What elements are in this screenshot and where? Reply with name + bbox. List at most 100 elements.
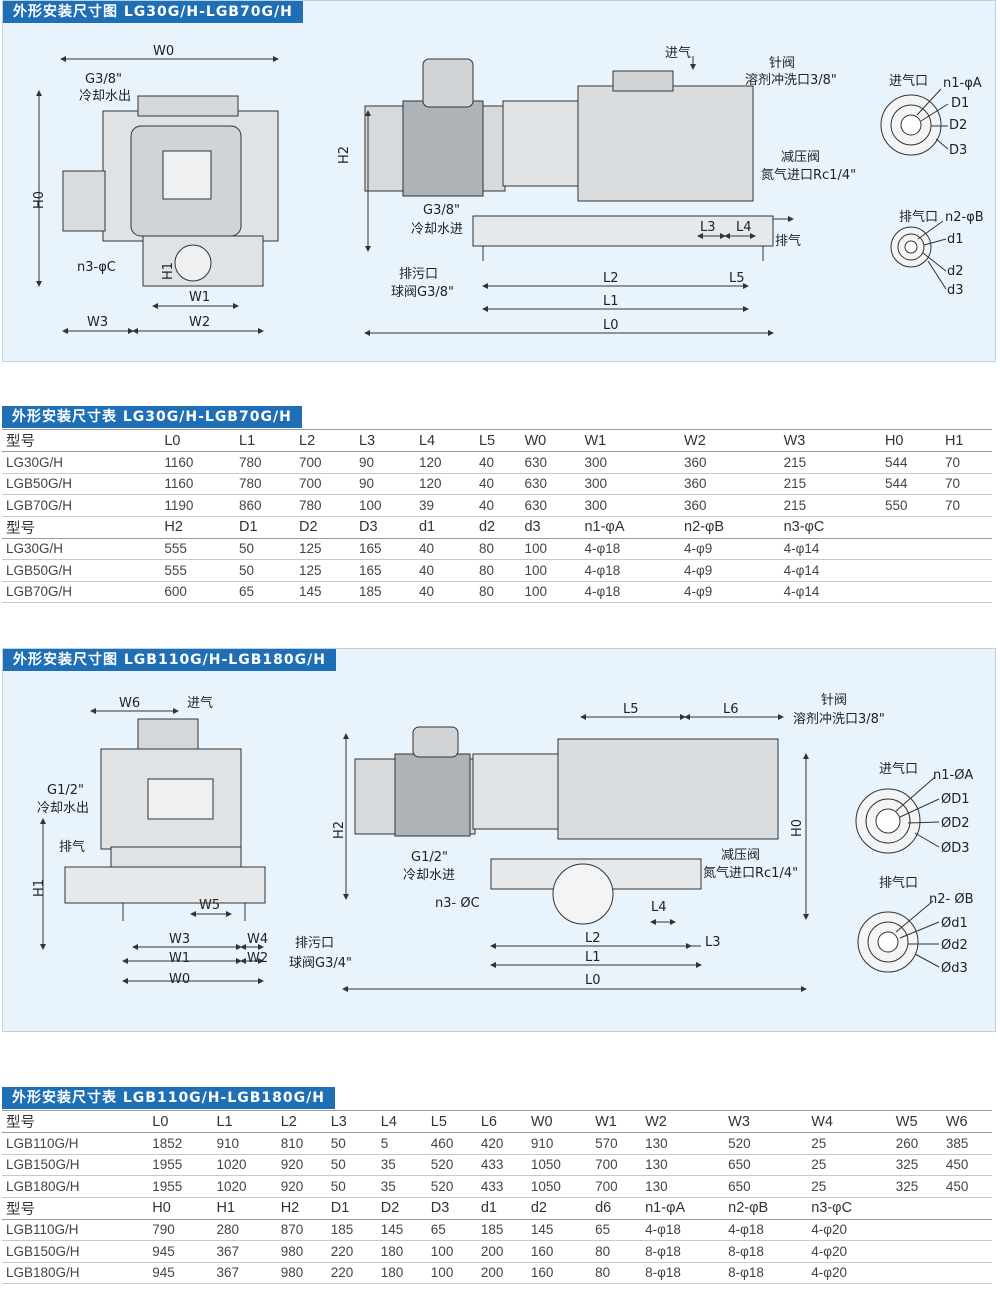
table-cell: 700: [295, 473, 355, 495]
label-n3C: n3- ØC: [435, 896, 480, 911]
header-cell: W1: [580, 429, 681, 452]
table-cell: 65: [591, 1219, 642, 1241]
label-reducer: 减压阀: [781, 150, 820, 165]
label-W1: W1: [169, 951, 190, 966]
label-intake: 进气: [187, 695, 213, 711]
table-cell: 160: [526, 1262, 592, 1284]
table-cell: LGB70G/H: [2, 494, 161, 517]
table-cell: [891, 1240, 942, 1263]
header-cell: d2: [526, 1197, 592, 1220]
header-cell: W6: [941, 1110, 992, 1133]
table-cell: 40: [414, 538, 475, 560]
header-cell: L4: [376, 1110, 427, 1133]
label-ball-valve: 球阀G3/4": [289, 956, 352, 971]
header-cell: L2: [276, 1110, 327, 1133]
table-cell: 450: [941, 1175, 992, 1198]
label-H0: H0: [32, 191, 47, 209]
label-cooling-water-in: 冷却水进: [411, 222, 463, 237]
label-D3: D3: [949, 143, 967, 158]
header-cell: L5: [426, 1110, 477, 1133]
table-cell: 910: [212, 1132, 277, 1155]
table-cell: 100: [520, 559, 581, 582]
table-cell: 25: [807, 1175, 892, 1198]
header-cell: W0: [526, 1110, 592, 1133]
header-cell: L5: [474, 429, 521, 452]
table-cell: 180: [376, 1262, 427, 1284]
label-d2: d2: [947, 264, 964, 279]
table-cell: 130: [641, 1154, 725, 1176]
table-cell: 200: [476, 1262, 527, 1284]
table-cell: 630: [520, 473, 581, 495]
header-cell: L1: [212, 1110, 277, 1133]
label-needle-valve: 针阀: [769, 56, 795, 71]
header-cell: W0: [520, 429, 581, 452]
table-cell: 220: [326, 1240, 377, 1263]
table-cell: LGB150G/H: [2, 1240, 149, 1263]
table-cell: 4-φ20: [807, 1262, 892, 1284]
table-cell: 90: [354, 451, 415, 474]
table-cell: 1160: [160, 451, 236, 474]
table-cell: 367: [212, 1240, 277, 1263]
table-cell: [880, 538, 941, 560]
header-cell: D3: [354, 516, 415, 539]
header-cell: [880, 516, 941, 539]
table-cell: [891, 1219, 942, 1241]
header-cell: L3: [326, 1110, 377, 1133]
table-cell: [941, 1262, 992, 1284]
label-n2B: n2-φB: [945, 210, 984, 225]
label-n3C: n3-φC: [77, 260, 116, 275]
table-cell: 544: [880, 473, 941, 495]
header-cell: W2: [641, 1110, 725, 1133]
label-D1: ØD1: [941, 792, 970, 807]
table-cell: 980: [276, 1262, 327, 1284]
table-cell: 910: [526, 1132, 592, 1155]
header-cell: L4: [414, 429, 475, 452]
table-cell: 860: [235, 494, 295, 517]
label-d1: Ød1: [941, 916, 968, 931]
header-cell: d1: [476, 1197, 527, 1220]
table-cell: 70: [940, 494, 992, 517]
label-W2: W2: [189, 315, 210, 330]
table-cell: 360: [680, 451, 780, 474]
header-cell: D1: [326, 1197, 377, 1220]
table-cell: 780: [235, 473, 295, 495]
label-nitrogen-inlet: 氮气进口Rc1/4": [703, 865, 798, 881]
drawing-title-1: 外形安装尺寸图 LG30G/H-LGB70G/H: [3, 1, 303, 23]
table-cell: 325: [891, 1175, 942, 1198]
header-cell: [891, 1197, 942, 1220]
header-cell: W2: [680, 429, 780, 452]
table-cell: 80: [591, 1240, 642, 1263]
dimension-drawing-1: W0 G3/8" 冷却水出 H0 n3-φC H1 W1 W3 W2 H2 G3…: [32, 44, 984, 336]
table-cell: LG30G/H: [2, 538, 161, 560]
table-cell: 80: [474, 581, 521, 603]
header-cell: d3: [520, 516, 581, 539]
table-cell: 50: [326, 1132, 377, 1155]
table-cell: [940, 581, 992, 603]
table-cell: 130: [641, 1132, 725, 1155]
table-cell: 870: [276, 1219, 327, 1241]
label-drain: 排污口: [295, 936, 334, 951]
table-cell: 260: [891, 1132, 942, 1155]
header-cell: D3: [426, 1197, 477, 1220]
table-cell: 35: [376, 1175, 427, 1198]
table-title-1: 外形安装尺寸表 LG30G/H-LGB70G/H: [2, 406, 302, 428]
label-L3: L3: [700, 220, 716, 235]
header-cell: D2: [376, 1197, 427, 1220]
table-cell: 300: [580, 473, 681, 495]
label-L2: L2: [603, 271, 619, 286]
table-cell: [880, 581, 941, 603]
table-cell: 385: [941, 1132, 992, 1155]
label-cooling-water-out: 冷却水出: [79, 89, 131, 104]
table-cell: 40: [474, 494, 521, 517]
